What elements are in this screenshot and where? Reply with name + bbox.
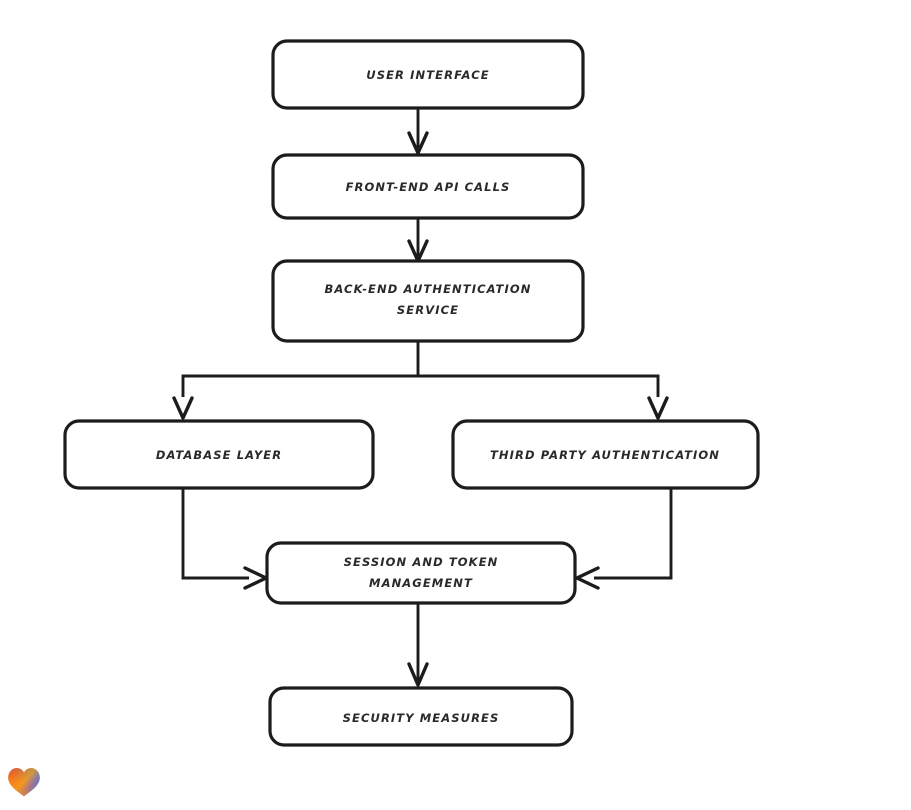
edge-front-end-api-calls-to-back-end-authentication-service: [407, 218, 429, 263]
edge-back-end-authentication-service-to-third-party-authentication: [418, 374, 669, 420]
node-user-interface-label: USER INTERFACE: [366, 68, 489, 82]
edge-session-and-token-management-to-security-measures: [407, 603, 429, 687]
edge-third-party-authentication-to-session-and-token-management: [575, 488, 673, 590]
node-front-end-api-calls[interactable]: FRONT-END API CALLS: [271, 153, 585, 220]
node-front-end-api-calls-label: FRONT-END API CALLS: [346, 180, 511, 194]
node-database-layer-shape: [63, 419, 375, 490]
node-session-and-token-management[interactable]: SESSION AND TOKEN MANAGEMENT: [265, 541, 577, 605]
edge-database-layer-to-session-and-token-management: [181, 488, 268, 590]
node-back-end-authentication-service-shape: [271, 259, 585, 343]
node-user-interface[interactable]: USER INTERFACE: [271, 39, 585, 110]
node-database-layer[interactable]: DATABASE LAYER: [63, 419, 375, 490]
node-session-and-token-management-label-line1: SESSION AND TOKEN: [344, 555, 499, 569]
node-user-interface-shape: [271, 39, 585, 110]
edge-user-interface-to-front-end-api-calls: [407, 107, 429, 155]
node-database-layer-label: DATABASE LAYER: [156, 448, 282, 462]
node-third-party-authentication-label: THIRD PARTY AUTHENTICATION: [490, 448, 720, 462]
node-front-end-api-calls-shape: [271, 153, 585, 220]
edge-back-end-authentication-service-to-database-layer: [172, 341, 420, 420]
node-third-party-authentication-shape: [451, 419, 760, 490]
node-security-measures[interactable]: SECURITY MEASURES: [268, 686, 574, 747]
node-session-and-token-management-shape: [265, 541, 577, 605]
node-back-end-authentication-service-label-line2: SERVICE: [397, 303, 459, 317]
node-session-and-token-management-label-line2: MANAGEMENT: [369, 576, 473, 590]
heart-icon: [8, 768, 40, 797]
node-security-measures-label: SECURITY MEASURES: [343, 711, 500, 725]
heart-icon-overlay: [8, 768, 40, 797]
node-back-end-authentication-service-label-line1: BACK-END AUTHENTICATION: [325, 282, 532, 296]
node-third-party-authentication[interactable]: THIRD PARTY AUTHENTICATION: [451, 419, 760, 490]
node-back-end-authentication-service[interactable]: BACK-END AUTHENTICATION SERVICE: [271, 259, 585, 343]
node-security-measures-shape: [268, 686, 574, 747]
